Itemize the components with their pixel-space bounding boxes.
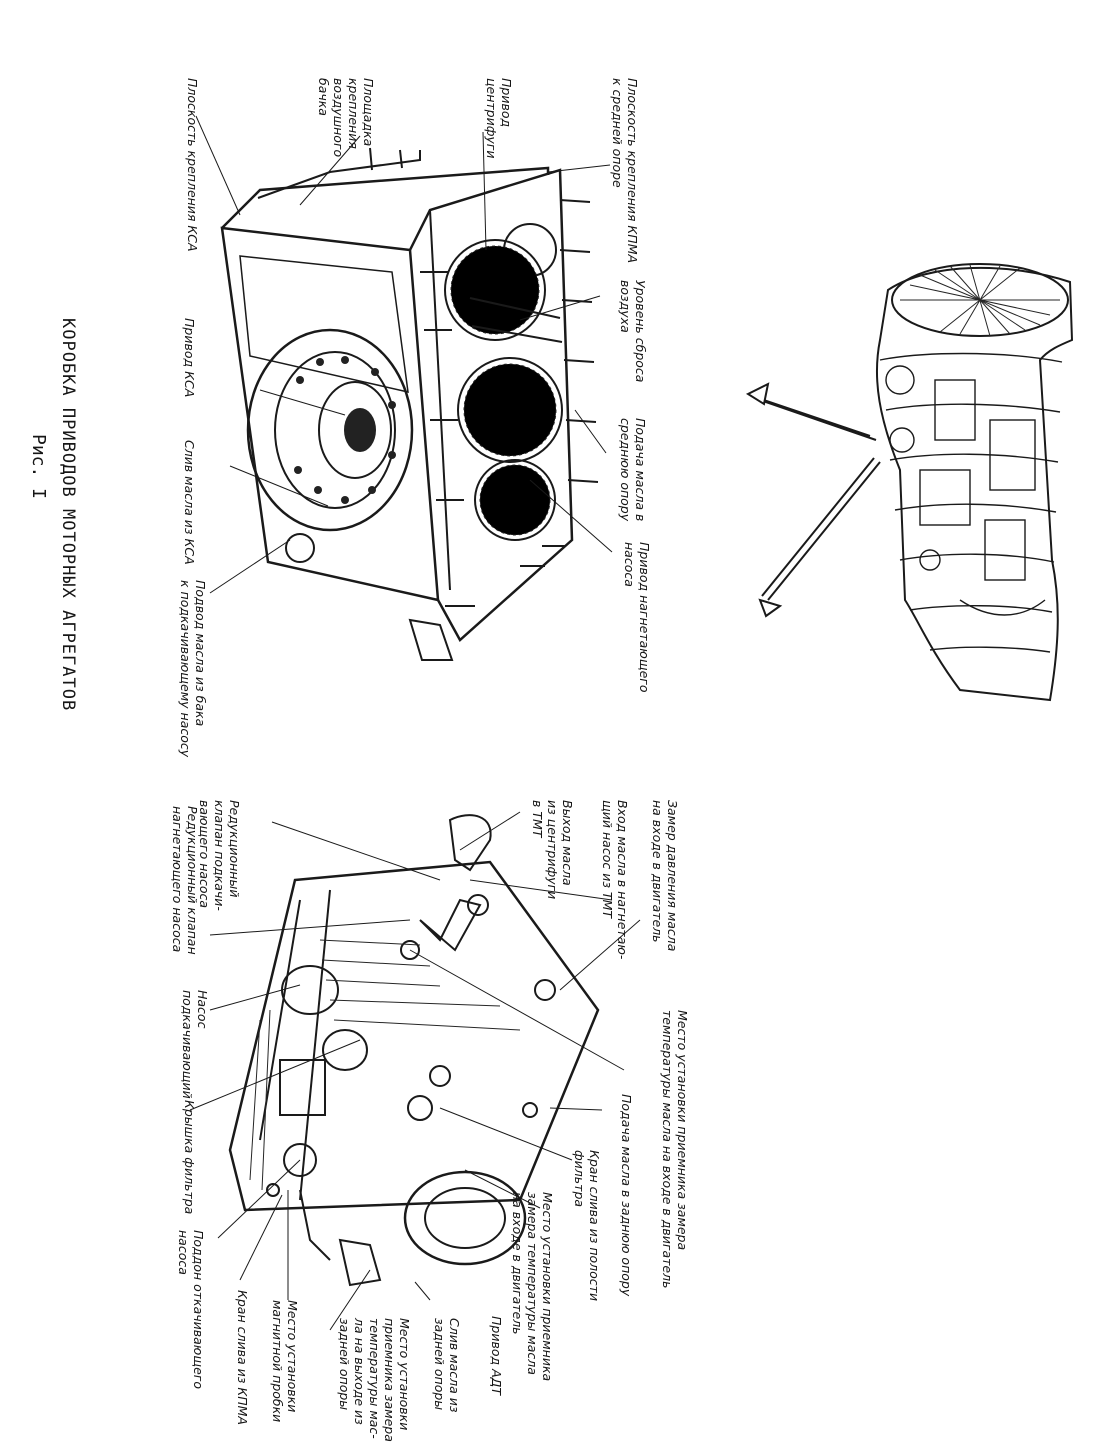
gearbox-bottom-view-illustration: [189, 811, 641, 1331]
label-oil-inlet-pressure-pump: Вход масла в нагнетаю-щий насос из ТМТ: [600, 800, 630, 960]
gearbox-top-view-illustration: [195, 115, 613, 661]
label-ksa-oil-drain: Слив масла из КСА: [182, 440, 197, 565]
label-kpma-drain-tap: Кран слива из КПМА: [235, 1290, 250, 1425]
label-filter-cover: Крышка фильтра: [182, 1100, 197, 1215]
label-oil-to-rear-bearing: Подача масла в заднюю опору: [619, 1094, 634, 1297]
engine-illustration: [745, 263, 1074, 702]
figure-caption: КОРОБКА ПРИВОДОВ МОТОРНЫХ АГРЕГАТОВ: [58, 318, 78, 712]
label-ksa-drive: Привод КСА: [182, 318, 197, 398]
figure-number: Рис. I: [28, 434, 49, 500]
label-ksa-mount-plane: Плоскость крепления КСА: [185, 78, 200, 252]
label-adt-drive: Привод АДТ: [489, 1316, 504, 1396]
